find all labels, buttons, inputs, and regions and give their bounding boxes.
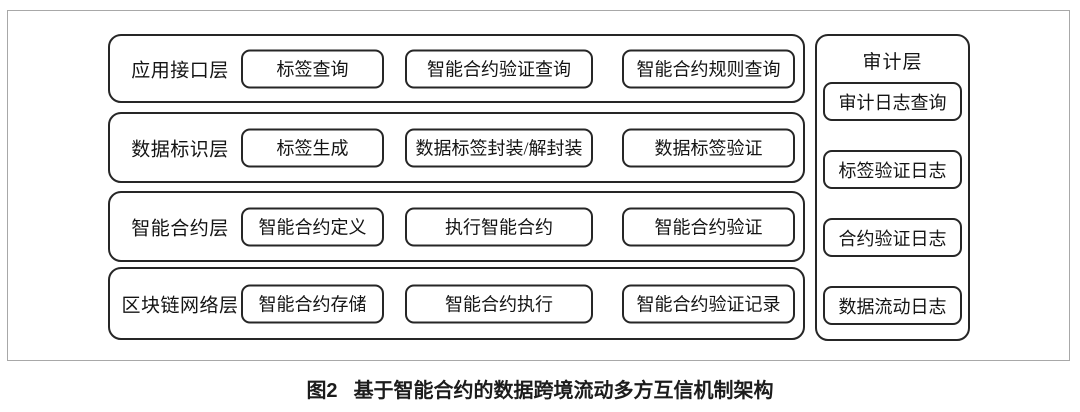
figure-caption-number: 图2 — [306, 380, 338, 402]
audit-layer-panel: 审计层 审计日志查询 标签验证日志 合约验证日志 数据流动日志 — [815, 34, 970, 341]
layer-boxes: 智能合约定义 执行智能合约 智能合约验证 — [241, 207, 795, 246]
layer-label-blockchain-network: 区块链网络层 — [121, 295, 239, 316]
node-smart-contract-definition: 智能合约定义 — [241, 207, 384, 246]
node-smart-contract-verification: 智能合约验证 — [622, 207, 795, 246]
layer-boxes: 标签查询 智能合约验证查询 智能合约规则查询 — [241, 49, 795, 88]
layer-boxes: 智能合约存储 智能合约执行 智能合约验证记录 — [241, 284, 795, 323]
layer-label-application-interface: 应用接口层 — [131, 60, 229, 81]
node-smart-contract-verification-record: 智能合约验证记录 — [622, 284, 795, 323]
layer-label-smart-contract: 智能合约层 — [131, 218, 229, 239]
node-data-flow-log: 数据流动日志 — [823, 286, 962, 325]
layer-boxes: 标签生成 数据标签封装/解封装 数据标签验证 — [241, 128, 795, 167]
node-tag-encapsulation-decapsulation: 数据标签封装/解封装 — [405, 128, 593, 167]
node-tag-verification-log: 标签验证日志 — [823, 150, 962, 189]
node-smart-contract-storage: 智能合约存储 — [241, 284, 384, 323]
node-tag-generation: 标签生成 — [241, 128, 384, 167]
node-audit-log-query: 审计日志查询 — [823, 82, 962, 121]
layer-label-data-identification: 数据标识层 — [131, 139, 229, 160]
layer-row-application-interface: 应用接口层 标签查询 智能合约验证查询 智能合约规则查询 — [108, 34, 805, 103]
layer-row-data-identification: 数据标识层 标签生成 数据标签封装/解封装 数据标签验证 — [108, 112, 805, 183]
layer-row-smart-contract: 智能合约层 智能合约定义 执行智能合约 智能合约验证 — [108, 191, 805, 262]
figure-caption-text: 基于智能合约的数据跨境流动多方互信机制架构 — [353, 380, 774, 402]
layer-row-blockchain-network: 区块链网络层 智能合约存储 智能合约执行 智能合约验证记录 — [108, 267, 805, 340]
figure-frame — [7, 10, 1070, 361]
node-contract-verification-log: 合约验证日志 — [823, 218, 962, 257]
node-smart-contract-rule-query: 智能合约规则查询 — [622, 49, 795, 88]
audit-layer-title: 审计层 — [862, 52, 923, 73]
node-data-tag-verification: 数据标签验证 — [622, 128, 795, 167]
node-execute-smart-contract: 执行智能合约 — [405, 207, 593, 246]
figure-caption: 图2 基于智能合约的数据跨境流动多方互信机制架构 — [0, 374, 1080, 403]
node-smart-contract-verification-query: 智能合约验证查询 — [405, 49, 593, 88]
node-tag-query: 标签查询 — [241, 49, 384, 88]
node-smart-contract-execution: 智能合约执行 — [405, 284, 593, 323]
